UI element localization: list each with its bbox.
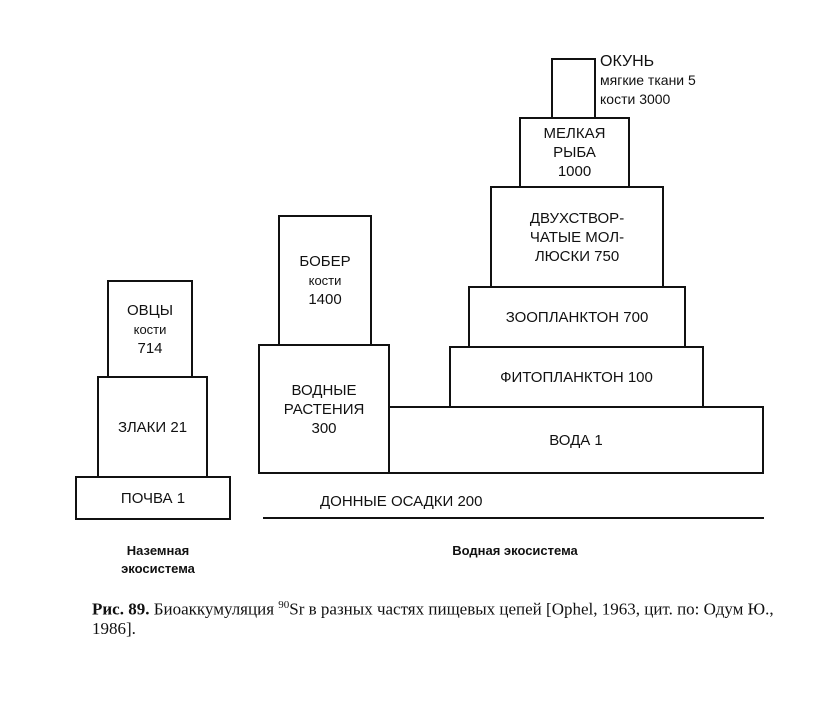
perch-bones: кости 3000 — [600, 91, 671, 107]
figure-label: Рис. 89. — [92, 599, 150, 619]
small-fish-value: 1000 — [557, 163, 592, 180]
beaver-tissue: кости — [308, 273, 342, 288]
terrestrial-title-line1: Наземная — [126, 543, 190, 558]
sheep-label: ОВЦЫ — [126, 301, 174, 319]
small-fish-box: МЕЛКАЯ РЫБА 1000 — [519, 117, 630, 188]
sheep-box: ОВЦЫ кости 714 — [107, 280, 193, 378]
caption-text-before: Биоаккумуляция — [149, 599, 279, 619]
zooplankton-box: ЗООПЛАНКТОН 700 — [468, 286, 686, 348]
sheep-tissue: кости — [133, 321, 167, 337]
small-fish-line1: МЕЛКАЯ — [543, 125, 606, 142]
sheep-value: 714 — [137, 339, 163, 357]
beaver-label: БОБЕР — [299, 253, 351, 270]
aquatic-title: Водная экосистема — [452, 543, 578, 558]
zooplankton-label: ЗООПЛАНКТОН 700 — [505, 308, 649, 326]
grass-label: ЗЛАКИ 21 — [117, 418, 188, 436]
phytoplankton-box: ФИТОПЛАНКТОН 100 — [449, 346, 704, 408]
isotope-mass-number: 90 — [278, 599, 290, 611]
perch-box — [551, 58, 596, 119]
water-box: ВОДА 1 — [388, 406, 764, 474]
aquatic-plants-line2: РАСТЕНИЯ — [283, 400, 365, 418]
grass-box: ЗЛАКИ 21 — [97, 376, 208, 478]
figure-caption: Рис. 89. Биоаккумуляция 90Sr в разных ча… — [92, 596, 792, 638]
water-label: ВОДА 1 — [549, 431, 603, 449]
soil-label: ПОЧВА 1 — [120, 489, 186, 507]
aquatic-plants-box: ВОДНЫЕ РАСТЕНИЯ 300 — [258, 344, 390, 474]
sediment-baseline — [263, 517, 764, 519]
terrestrial-title: Наземная экосистема — [88, 542, 228, 578]
mollusks-line3: ЛЮСКИ 750 — [534, 247, 620, 265]
sediment-label: ДОННЫЕ ОСАДКИ 200 — [320, 493, 483, 510]
aquatic-plants-line1: ВОДНЫЕ — [291, 381, 357, 399]
small-fish-line2: РЫБА — [553, 144, 596, 161]
phytoplankton-label: ФИТОПЛАНКТОН 100 — [500, 368, 653, 386]
perch-soft-tissue: мягкие ткани 5 — [600, 72, 696, 88]
soil-box: ПОЧВА 1 — [75, 476, 231, 520]
perch-label: ОКУНЬ — [600, 53, 655, 70]
caption-text-after: Sr в разных частях пищевых цепей [Ophel,… — [92, 599, 774, 638]
mollusks-box: ДВУХСТВОР- ЧАТЫЕ МОЛ- ЛЮСКИ 750 — [490, 186, 664, 288]
beaver-box: БОБЕР кости 1400 — [278, 215, 372, 346]
mollusks-line2: ЧАТЫЕ МОЛ- — [529, 228, 625, 246]
beaver-value: 1400 — [308, 291, 342, 308]
terrestrial-title-line2: экосистема — [121, 561, 195, 576]
aquatic-plants-value: 300 — [311, 419, 337, 437]
perch-annotation: ОКУНЬ мягкие ткани 5 кости 3000 — [600, 52, 696, 109]
mollusks-line1: ДВУХСТВОР- — [529, 209, 625, 227]
